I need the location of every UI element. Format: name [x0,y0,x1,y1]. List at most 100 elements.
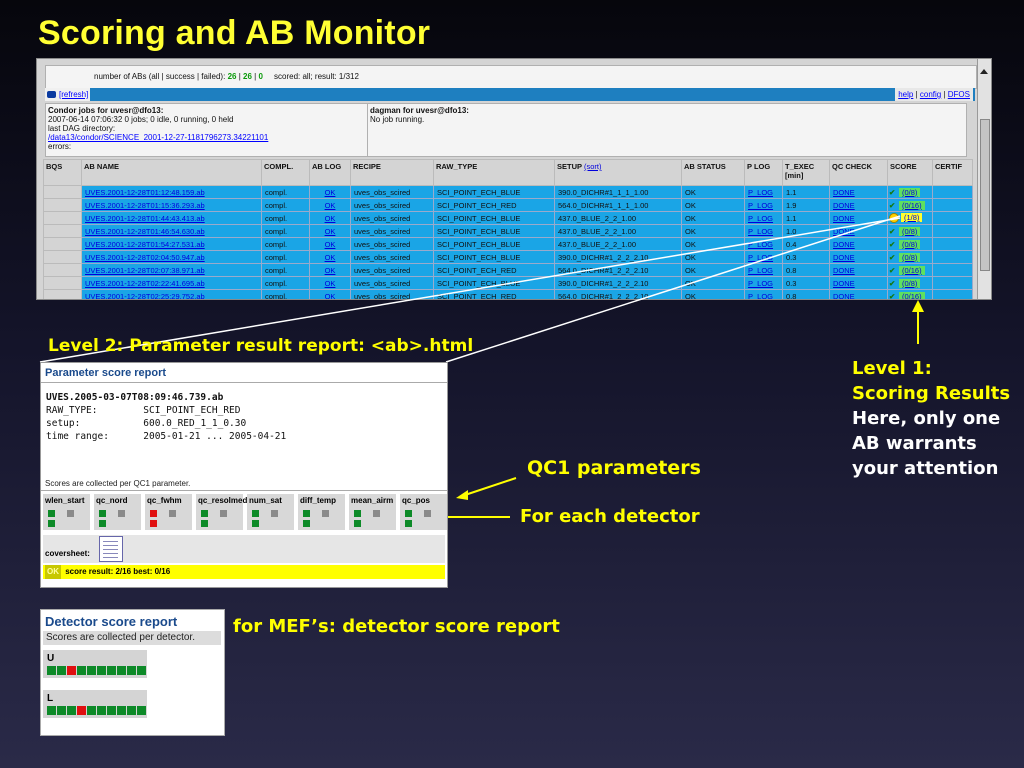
detector-score-square[interactable] [87,706,96,715]
ab-log-link[interactable]: OK [324,200,336,210]
p-log-link[interactable]: P_LOG [748,200,774,210]
config-link[interactable]: config [919,90,942,99]
detector-score-square[interactable] [97,706,106,715]
ab-name-link[interactable]: UVES.2001-12-28T01:44:43.413.ab [85,213,205,223]
p-log-link[interactable]: P_LOG [748,187,774,197]
raw-type-cell: SCI_POINT_ECH_RED [433,289,555,299]
raw-type-cell: SCI_POINT_ECH_RED [433,198,555,212]
ab-log-link[interactable]: OK [324,239,336,249]
ab-name-link[interactable]: UVES.2001-12-28T01:12:48.159.ab [85,187,205,197]
detector-score-square[interactable] [137,706,146,715]
ab-log-link[interactable]: OK [324,226,336,236]
p-log-link[interactable]: P_LOG [748,265,774,275]
detector-score-square[interactable] [97,666,106,675]
coversheet-thumbnail[interactable] [99,536,123,562]
level2-label: Level 2: Parameter result report: <ab>.h… [48,336,474,356]
detector-score-square[interactable] [67,666,76,675]
ab-log-link[interactable]: OK [324,187,336,197]
ab-name-link[interactable]: UVES.2001-12-28T02:25:29.752.ab [85,291,205,300]
p-log-link[interactable]: P_LOG [748,239,774,249]
t-exec-cell: 0.8 [782,289,830,299]
vertical-scrollbar[interactable] [977,59,991,299]
score-link[interactable]: (0/16) [899,265,925,275]
p-log-link[interactable]: P_LOG [748,213,774,223]
qc1-param-cell[interactable]: qc_nord [94,494,141,530]
sort-link[interactable]: (sort) [583,162,602,171]
detector-score-square[interactable] [47,666,56,675]
qc1-param-cell[interactable]: wlen_start [43,494,90,530]
p-log-link[interactable]: P_LOG [748,278,774,288]
score-link[interactable]: (0/8) [899,187,921,197]
detector-score-square [405,520,412,527]
col-ab-name: AB NAME [81,159,262,186]
condor-dag-link[interactable]: /data13/condor/SCIENCE_2001-12-27-118179… [48,133,269,142]
qc-check-link[interactable]: DONE [833,278,855,288]
detector-score-square[interactable] [117,706,126,715]
detector-score-square[interactable] [77,706,86,715]
detector-score-square[interactable] [57,666,66,675]
detector-score-square[interactable] [137,666,146,675]
raw-type-cell: SCI_POINT_ECH_BLUE [433,211,555,225]
qc-check-link[interactable]: DONE [833,226,855,236]
check-icon: ✔ [889,291,896,300]
detector-score-square[interactable] [57,706,66,715]
refresh-link[interactable]: [refresh] [45,88,91,101]
detector-label: For each detector [520,506,700,527]
score-link[interactable]: (0/16) [899,200,925,210]
ab-log-cell: OK [309,289,351,300]
score-link[interactable]: (0/16) [899,291,925,299]
qc1-param-cell[interactable]: qc_resolmed [196,494,247,530]
p-log-link[interactable]: P_LOG [748,291,774,300]
qc1-param-cell[interactable]: mean_airm [349,494,396,530]
score-link[interactable]: (0/8) [899,226,921,236]
detector-score-square [354,520,361,527]
qc1-param-cell[interactable]: qc_fwhm [145,494,192,530]
ab-log-link[interactable]: OK [324,252,336,262]
ab-log-link[interactable]: OK [324,291,336,300]
detector-score-square[interactable] [117,666,126,675]
ab-name-link[interactable]: UVES.2001-12-28T02:22:41.695.ab [85,278,205,288]
qc-check-link[interactable]: DONE [833,213,855,223]
qc1-param-cell[interactable]: diff_temp [298,494,345,530]
ab-name-link[interactable]: UVES.2001-12-28T01:54:27.531.ab [85,239,205,249]
qc-check-link[interactable]: DONE [833,291,855,300]
ab-name-link[interactable]: UVES.2001-12-28T02:04:50.947.ab [85,252,205,262]
detector-score-square[interactable] [47,706,56,715]
dagman-panel: dagman for uvesr@dfo13: No job running. [367,103,967,157]
p-log-link[interactable]: P_LOG [748,252,774,262]
bqs-cell [43,198,82,212]
scroll-up-icon[interactable] [980,69,988,74]
scroll-thumb[interactable] [980,119,990,271]
ab-name-link[interactable]: UVES.2001-12-28T01:46:54.630.ab [85,226,205,236]
qc1-param-cell[interactable]: qc_pos [400,494,447,530]
ab-status-cell: OK [681,198,745,212]
detector-score-square[interactable] [107,706,116,715]
help-link[interactable]: help [898,90,914,99]
detector-score-square[interactable] [127,706,136,715]
ab-log-link[interactable]: OK [324,213,336,223]
score-link[interactable]: (0/8) [899,278,921,288]
qc-check-link[interactable]: DONE [833,252,855,262]
score-link[interactable]: (1/8) [901,212,923,222]
score-result-bar: OK score result: 2/16 best: 0/16 [43,565,445,579]
qc1-param-cell[interactable]: num_sat [247,494,294,530]
detector-score-square[interactable] [107,666,116,675]
ab-name-cell: UVES.2001-12-28T01:44:43.413.ab [81,211,262,225]
qc-check-link[interactable]: DONE [833,239,855,249]
ab-log-link[interactable]: OK [324,265,336,275]
qc-check-link[interactable]: DONE [833,200,855,210]
detector-score-square[interactable] [87,666,96,675]
dfos-link[interactable]: DFOS [947,90,970,99]
ab-name-link[interactable]: UVES.2001-12-28T01:15:36.293.ab [85,200,205,210]
p-log-link[interactable]: P_LOG [748,226,774,236]
qc-check-link[interactable]: DONE [833,187,855,197]
detector-score-square[interactable] [127,666,136,675]
detector-score-square[interactable] [77,666,86,675]
ab-log-link[interactable]: OK [324,278,336,288]
score-link[interactable]: (0/8) [899,239,921,249]
bqs-cell [43,250,82,264]
ab-name-link[interactable]: UVES.2001-12-28T02:07:38.971.ab [85,265,205,275]
detector-score-square[interactable] [67,706,76,715]
score-link[interactable]: (0/8) [899,252,921,262]
qc-check-link[interactable]: DONE [833,265,855,275]
